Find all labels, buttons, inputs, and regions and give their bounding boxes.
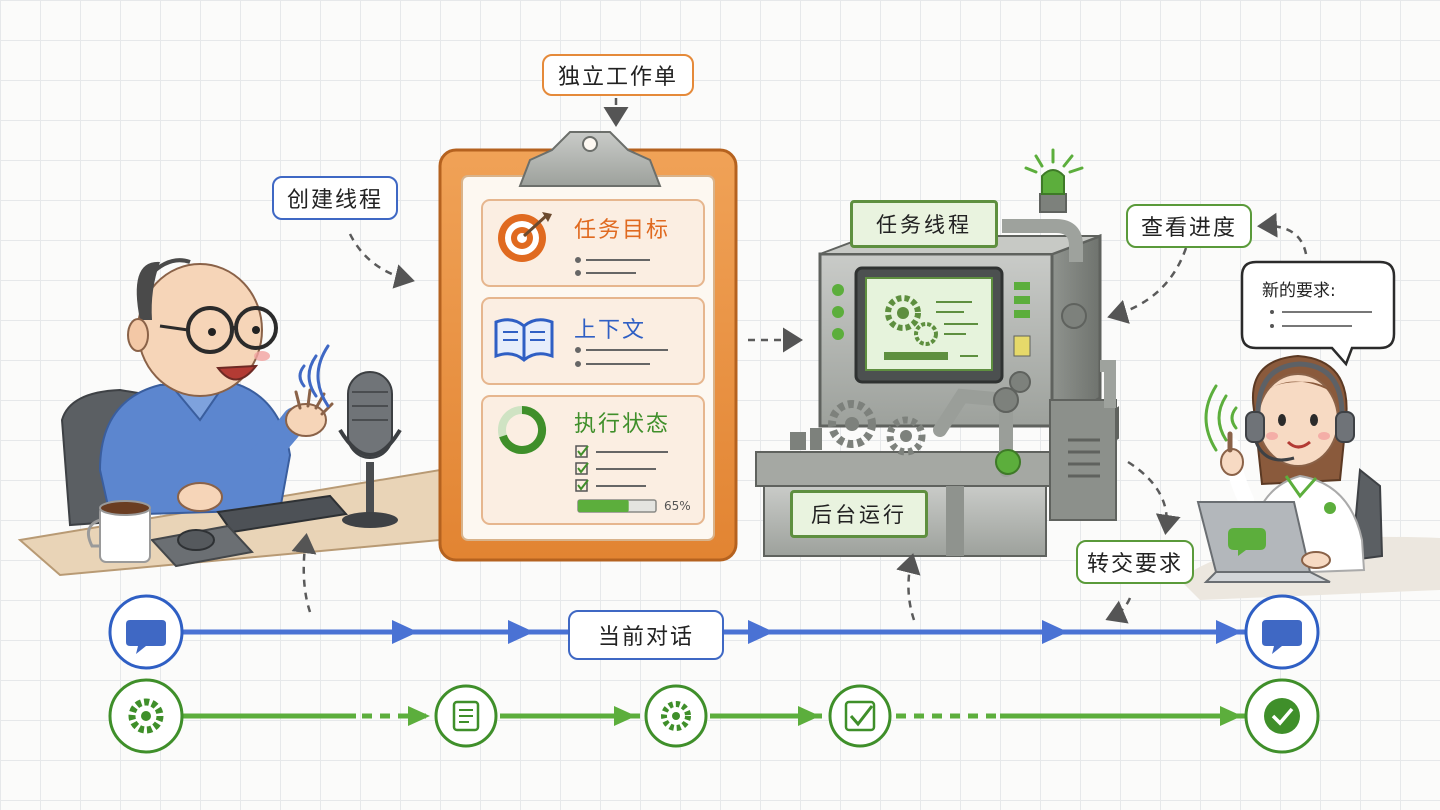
section-title-status: 执行状态	[574, 412, 671, 437]
microphone-icon	[298, 344, 402, 528]
gear-icon	[128, 698, 164, 734]
chat-bubble-icon	[1262, 620, 1302, 654]
progress-percent-label: 65%	[664, 499, 691, 513]
progress-ring-icon	[498, 405, 547, 454]
new-request-speech-bubble	[1240, 260, 1396, 367]
document-icon	[452, 700, 480, 732]
target-icon	[498, 212, 552, 262]
target-detail-lines	[575, 257, 650, 276]
create-thread-label: 创建线程	[272, 176, 398, 220]
handoff-request-label: 转交要求	[1076, 540, 1194, 584]
man-with-microphone-illustration	[17, 258, 441, 577]
worksheet-label: 独立工作单	[542, 54, 694, 96]
background-run-label: 后台运行	[790, 490, 928, 538]
task-thread-label: 任务线程	[850, 200, 998, 248]
gear-icon	[661, 701, 691, 731]
status-checklist	[575, 445, 668, 492]
status-progress-bar	[577, 499, 657, 513]
current-dialog-label: 当前对话	[568, 610, 724, 660]
checkbox-icon	[844, 700, 876, 732]
task-check-node	[828, 684, 892, 748]
connector-arrows	[291, 98, 1308, 624]
woman-with-headset-illustration	[1180, 354, 1440, 600]
book-icon	[494, 318, 554, 362]
clipboard-worksheet	[438, 131, 738, 562]
section-title-context: 上下文	[574, 318, 647, 343]
new-request-title: 新的要求:	[1262, 281, 1336, 301]
context-detail-lines	[575, 347, 668, 367]
task-timeline	[182, 706, 1246, 726]
check-progress-label: 查看进度	[1126, 204, 1252, 248]
chat-bubble-icon	[126, 620, 166, 654]
check-circle-icon	[1264, 698, 1300, 734]
section-title-goal: 任务目标	[574, 218, 671, 243]
